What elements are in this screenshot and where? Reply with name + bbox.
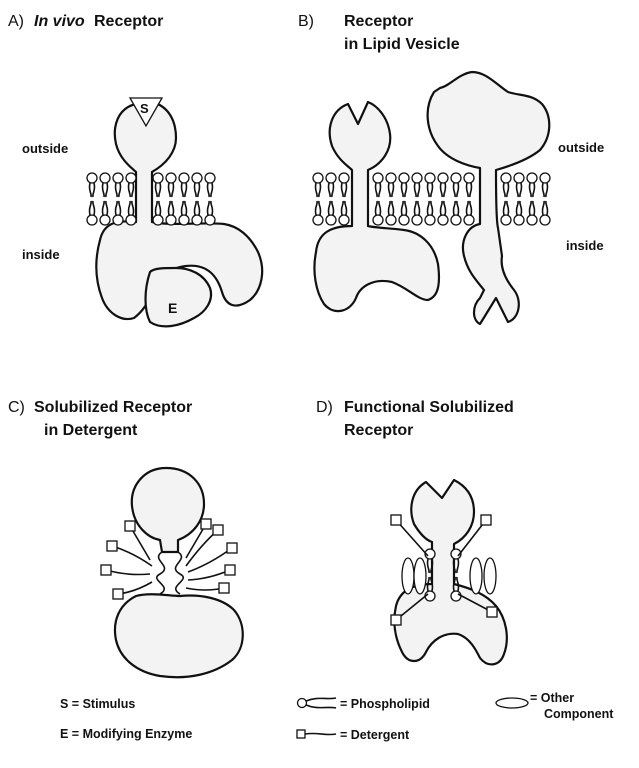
phospholipid (339, 173, 349, 225)
phospholipid (425, 173, 435, 225)
panel-c-receptor-head (132, 468, 204, 552)
panel-a-title: Receptor (94, 13, 163, 30)
detergent (101, 565, 150, 575)
panel-a: A) In vivo Receptor outside inside S E (8, 13, 262, 326)
panel-d-letter: D) (316, 399, 333, 416)
legend-detergent-symbol (297, 730, 336, 738)
panel-a-enzyme (146, 268, 212, 326)
detergent (188, 565, 235, 580)
legend-phospholipid: = Phospholipid (340, 697, 430, 711)
panel-b-inside-label: inside (566, 238, 604, 253)
panel-a-stimulus-mark: S (140, 101, 149, 116)
phospholipid (501, 173, 511, 225)
legend-detergent: = Detergent (340, 728, 410, 742)
legend-phospholipid-symbol (298, 698, 337, 708)
panel-a-inside-label: inside (22, 247, 60, 262)
detergent (186, 583, 229, 593)
legend-enzyme: E = Modifying Enzyme (60, 727, 192, 741)
phospholipid (399, 173, 409, 225)
panel-b-title-line1: Receptor (344, 13, 413, 30)
panel-b-bilayer (313, 173, 550, 225)
legend-other-line2: Component (544, 707, 614, 721)
phospholipid (464, 173, 474, 225)
phospholipid (514, 173, 524, 225)
panel-d-other-component-3 (470, 558, 482, 594)
legend-other-component-symbol (496, 698, 528, 708)
panel-a-title-italic: In vivo (34, 13, 85, 30)
phospholipid (313, 173, 323, 225)
panel-c-receptor-base (115, 594, 243, 677)
panel-a-letter: A) (8, 13, 24, 30)
phospholipid (179, 173, 189, 225)
phospholipid (540, 173, 550, 225)
phospholipid (126, 173, 136, 225)
phospholipid (451, 173, 461, 225)
panel-b-letter: B) (298, 13, 314, 30)
phospholipid (373, 173, 383, 225)
phospholipid (412, 173, 422, 225)
panel-b-title-line2: in Lipid Vesicle (344, 36, 460, 53)
phospholipid (192, 173, 202, 225)
panel-a-outside-label: outside (22, 141, 68, 156)
panel-c: C) Solubilized Receptor in Detergent (8, 399, 243, 677)
panel-d-title-line1: Functional Solubilized (344, 399, 514, 416)
panel-d-other-component-1 (402, 558, 414, 594)
panel-b-receptor-2 (428, 72, 550, 324)
phospholipid (166, 173, 176, 225)
phospholipid (153, 173, 163, 225)
panel-c-receptor-chain (157, 552, 184, 594)
panel-c-title-line1: Solubilized Receptor (34, 399, 192, 416)
legend: S = Stimulus E = Modifying Enzyme = Phos… (60, 691, 614, 742)
phospholipid (326, 173, 336, 225)
panel-c-letter: C) (8, 399, 25, 416)
panel-a-enzyme-mark: E (168, 300, 177, 316)
legend-other-line1: = Other (530, 691, 574, 705)
phospholipid (527, 173, 537, 225)
panel-c-title-line2: in Detergent (44, 422, 138, 439)
phospholipid (87, 173, 97, 225)
panel-b-outside-label: outside (558, 140, 604, 155)
phospholipid (386, 173, 396, 225)
panel-d: D) Functional Solubilized Receptor (316, 399, 514, 664)
panel-d-title-line2: Receptor (344, 422, 413, 439)
legend-stimulus: S = Stimulus (60, 697, 135, 711)
panel-d-other-component-2 (414, 558, 426, 594)
phospholipid (438, 173, 448, 225)
phospholipid (100, 173, 110, 225)
phospholipid (113, 173, 123, 225)
panel-b: B) Receptor in Lipid Vesicle outside ins… (298, 13, 604, 324)
panel-d-other-component-4 (484, 558, 496, 594)
phospholipid (205, 173, 215, 225)
